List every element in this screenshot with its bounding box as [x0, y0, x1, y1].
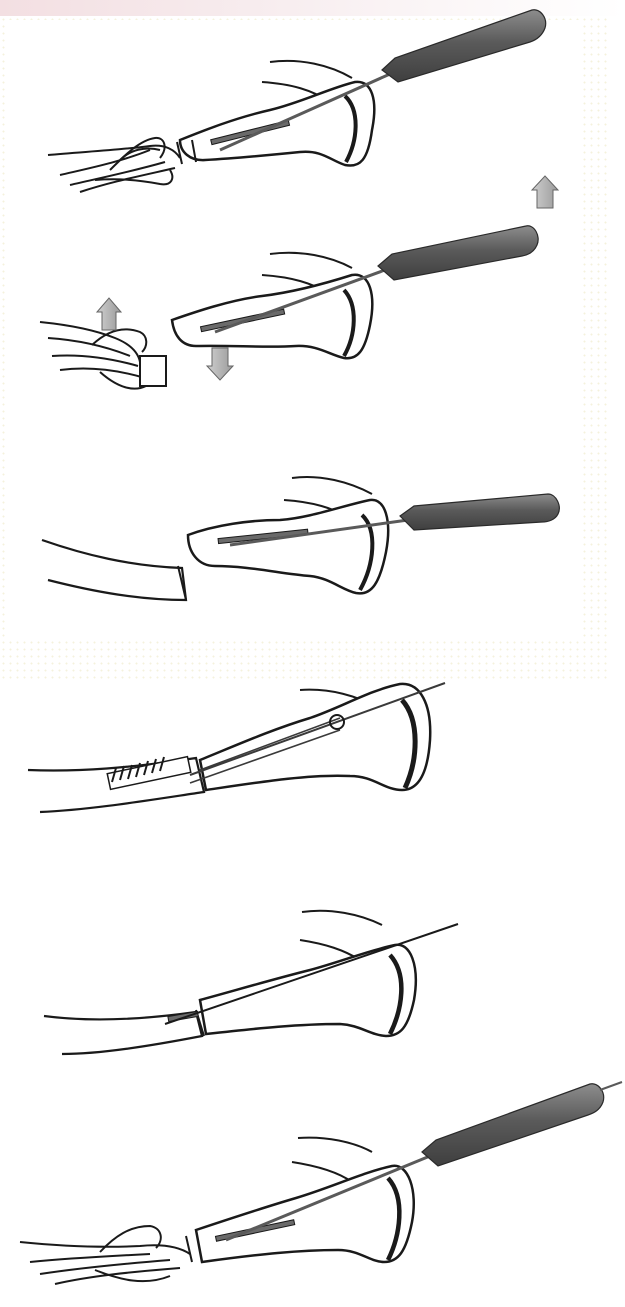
- panel-a-suture-bundle: [48, 138, 180, 192]
- panel-c: [42, 477, 559, 600]
- down-arrow-icon: [207, 348, 233, 380]
- needle-handle-icon: [382, 10, 546, 82]
- panel-f: [20, 1082, 622, 1284]
- panel-c-finger-outline-1: [292, 477, 372, 494]
- panel-f-needle-handle: [422, 1084, 604, 1166]
- panel-e: [44, 911, 458, 1054]
- panel-f-fracture-line-1: [186, 1236, 192, 1262]
- up-arrow-icon: [97, 298, 121, 330]
- screw-icon: [107, 757, 191, 790]
- panel-f-bone: [196, 1166, 414, 1262]
- panel-b-needle-handle: [378, 226, 538, 280]
- panel-d: [28, 683, 445, 812]
- panel-c-bone: [188, 500, 388, 594]
- panel-b-distal-fragment: [140, 356, 166, 386]
- panel-f-finger-outline-2: [292, 1162, 352, 1182]
- panel-f-needle-tip: [600, 1082, 622, 1090]
- panel-e-bone: [200, 945, 416, 1036]
- panel-b-suture-bundle: [40, 322, 146, 389]
- panel-b-finger-outline-1: [270, 253, 352, 268]
- panel-a-finger-outline-1: [270, 61, 352, 78]
- panel-f-suture-bundle: [20, 1226, 190, 1284]
- up-arrow-icon: [532, 176, 558, 208]
- panel-c-distal-segment: [42, 540, 186, 600]
- panel-a: [48, 10, 546, 192]
- panel-c-needle-handle: [400, 494, 559, 530]
- panel-e-finger-outline-1: [302, 911, 382, 925]
- panel-f-finger-outline-1: [298, 1138, 372, 1152]
